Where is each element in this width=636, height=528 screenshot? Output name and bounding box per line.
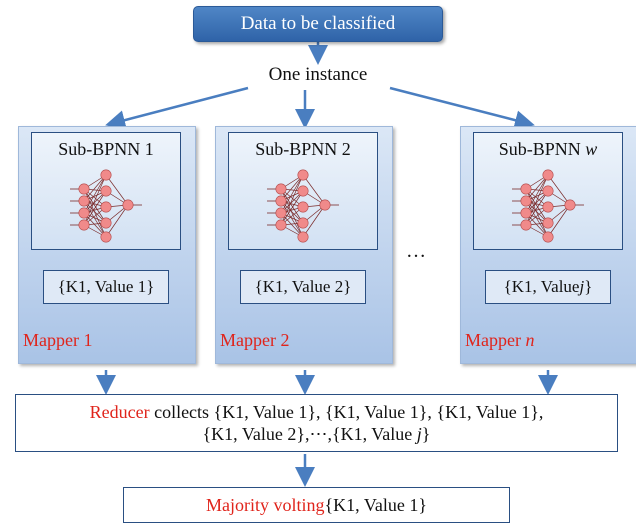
kv-output-j: {K1, Value j} xyxy=(485,270,611,304)
ellipsis: … xyxy=(406,240,426,262)
network-node xyxy=(100,201,112,213)
network-node xyxy=(297,185,309,197)
data-to-be-classified-box: Data to be classified xyxy=(193,6,443,42)
mapper-2-panel: Sub-BPNN 2 {K1, Value 2} Mapper 2 xyxy=(215,126,393,364)
reducer-line-1: Reducer collects {K1, Value 1}, {K1, Val… xyxy=(89,402,544,422)
neural-network-icon xyxy=(70,169,142,243)
network-node xyxy=(319,199,331,211)
sub-bpnn-2-label: Sub-BPNN 2 xyxy=(255,139,351,159)
mapper-1-panel: Sub-BPNN 1 {K1, Value 1} Mapper 1 xyxy=(18,126,196,364)
network-node xyxy=(100,217,112,229)
sub-bpnn-2-box: Sub-BPNN 2 xyxy=(228,132,378,250)
network-node xyxy=(78,207,90,219)
network-node xyxy=(520,207,532,219)
network-node xyxy=(100,169,112,181)
one-instance-label: One instance xyxy=(268,64,368,85)
network-node xyxy=(542,185,554,197)
network-node xyxy=(520,219,532,231)
network-node xyxy=(275,183,287,195)
mapper-n-label: Mapper n xyxy=(465,330,535,350)
mapper-2-label: Mapper 2 xyxy=(220,330,290,350)
sub-bpnn-1-label: Sub-BPNN 1 xyxy=(58,139,154,159)
sub-bpnn-w-box: Sub-BPNN w xyxy=(473,132,623,250)
network-node xyxy=(100,231,112,243)
network-node xyxy=(275,195,287,207)
network-node xyxy=(100,185,112,197)
kv-output-2: {K1, Value 2} xyxy=(240,270,366,304)
kv-output-1: {K1, Value 1} xyxy=(43,270,169,304)
arrow-instance-to-mapper-n xyxy=(389,86,535,130)
data-to-be-classified-label: Data to be classified xyxy=(240,13,396,34)
arrow-instance-to-mapper-1 xyxy=(105,86,249,130)
network-node xyxy=(297,217,309,229)
network-node xyxy=(542,217,554,229)
reducer-line-2: {K1, Value 2},⋯,{K1, Value j} xyxy=(202,424,431,444)
network-node xyxy=(275,207,287,219)
network-node xyxy=(542,231,554,243)
network-node xyxy=(275,219,287,231)
majority-keyword: Majority volting xyxy=(206,494,325,515)
network-node xyxy=(122,199,134,211)
network-node xyxy=(564,199,576,211)
network-node xyxy=(520,183,532,195)
sub-bpnn-1-box: Sub-BPNN 1 xyxy=(31,132,181,250)
network-node xyxy=(542,169,554,181)
network-node xyxy=(297,169,309,181)
network-node xyxy=(78,219,90,231)
reducer-keyword: Reducer xyxy=(89,402,150,422)
neural-network-icon xyxy=(512,169,584,243)
network-node xyxy=(520,195,532,207)
network-node xyxy=(297,201,309,213)
neural-network-icon xyxy=(267,169,339,243)
sub-bpnn-w-label: Sub-BPNN w xyxy=(498,139,598,159)
mapper-n-panel: Sub-BPNN w {K1, Value j} Mapper n xyxy=(460,126,636,364)
network-node xyxy=(78,195,90,207)
network-node xyxy=(542,201,554,213)
network-node xyxy=(297,231,309,243)
reducer-box: Reducer collects {K1, Value 1}, {K1, Val… xyxy=(15,394,618,452)
majority-voting-box: Majority volting {K1, Value 1} xyxy=(123,487,510,523)
network-node xyxy=(78,183,90,195)
mapper-1-label: Mapper 1 xyxy=(23,330,93,350)
